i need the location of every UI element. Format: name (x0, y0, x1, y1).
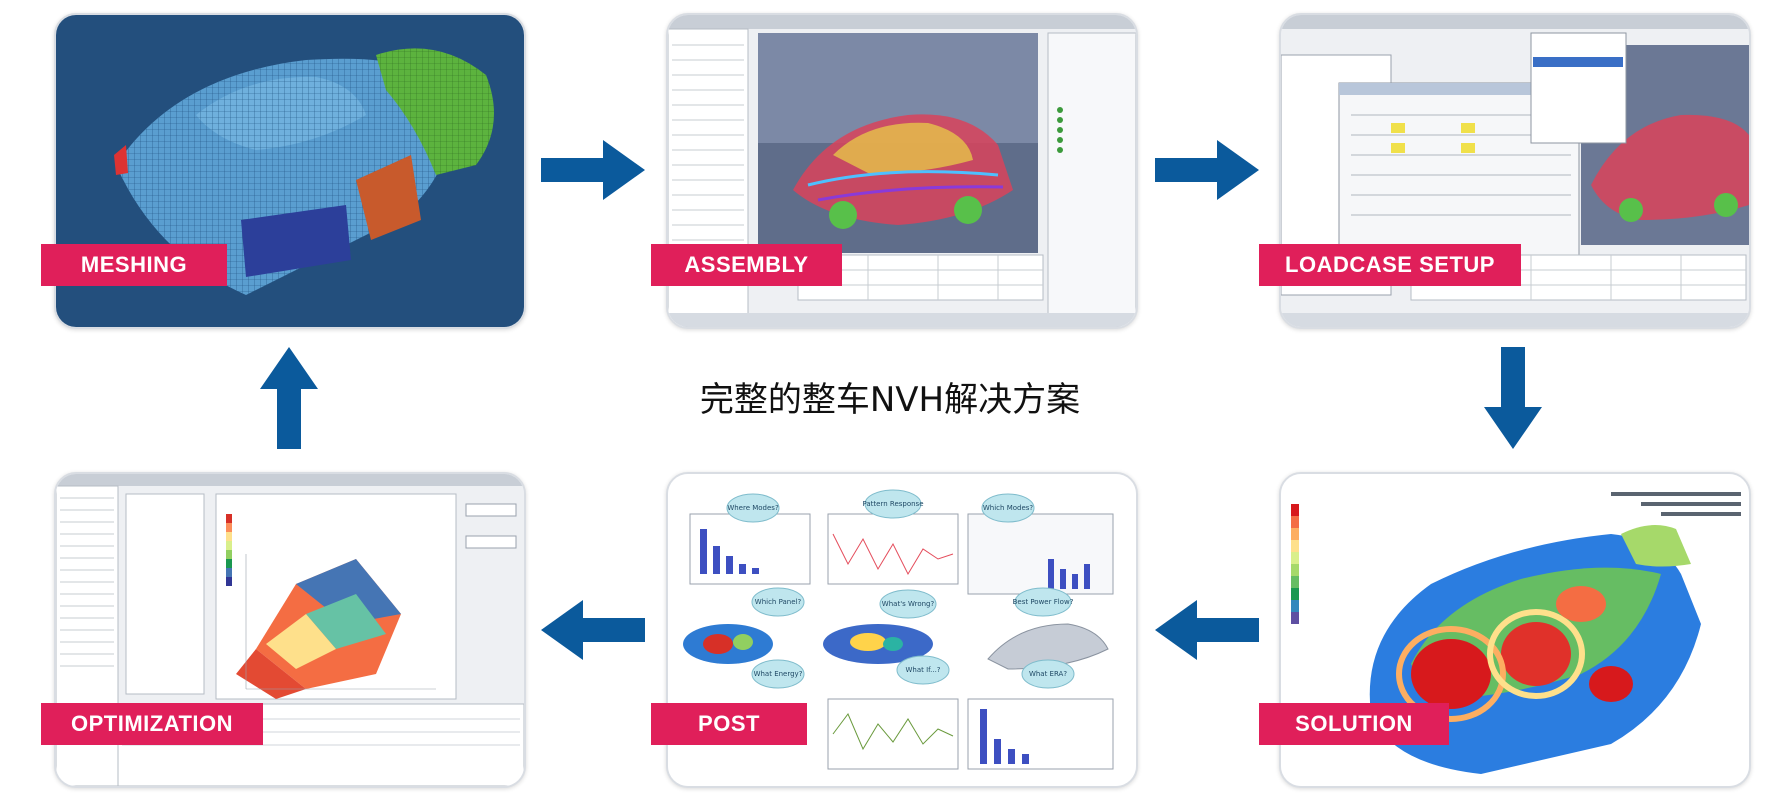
arrow-down (1484, 347, 1542, 449)
arrow-right-2 (1155, 140, 1259, 200)
meshing-badge: MESHING (41, 244, 227, 286)
post-panel: Where Modes? Pattern Response Which Mode… (666, 472, 1138, 788)
solution-badge: SOLUTION (1259, 703, 1449, 745)
arrow-right-1 (541, 140, 645, 200)
post-bubble-6: Best Power Flow? (1013, 598, 1074, 606)
arrow-left-2 (541, 600, 645, 660)
post-image: Where Modes? Pattern Response Which Mode… (668, 474, 1136, 786)
post-bubble-2: Pattern Response (862, 500, 923, 508)
assembly-badge: ASSEMBLY (651, 244, 842, 286)
loadcase-badge: LOADCASE SETUP (1259, 244, 1521, 286)
post-bubble-4: Which Panel? (755, 598, 802, 606)
post-bubble-5: What's Wrong? (882, 600, 935, 608)
post-bubble-7: What Energy? (754, 670, 803, 678)
arrow-up (260, 347, 318, 449)
solution-panel (1279, 472, 1751, 788)
center-title: 完整的整车NVH解决方案 (699, 380, 1081, 420)
optimization-badge: OPTIMIZATION (41, 703, 263, 745)
arrow-left-1 (1155, 600, 1259, 660)
post-bubble-3: Which Modes? (983, 504, 1034, 512)
post-bubble-1: Where Modes? (727, 504, 779, 512)
post-bubble-9: What ERA? (1029, 670, 1067, 678)
post-badge: POST (651, 703, 807, 745)
post-bubble-8: What If...? (905, 666, 940, 674)
